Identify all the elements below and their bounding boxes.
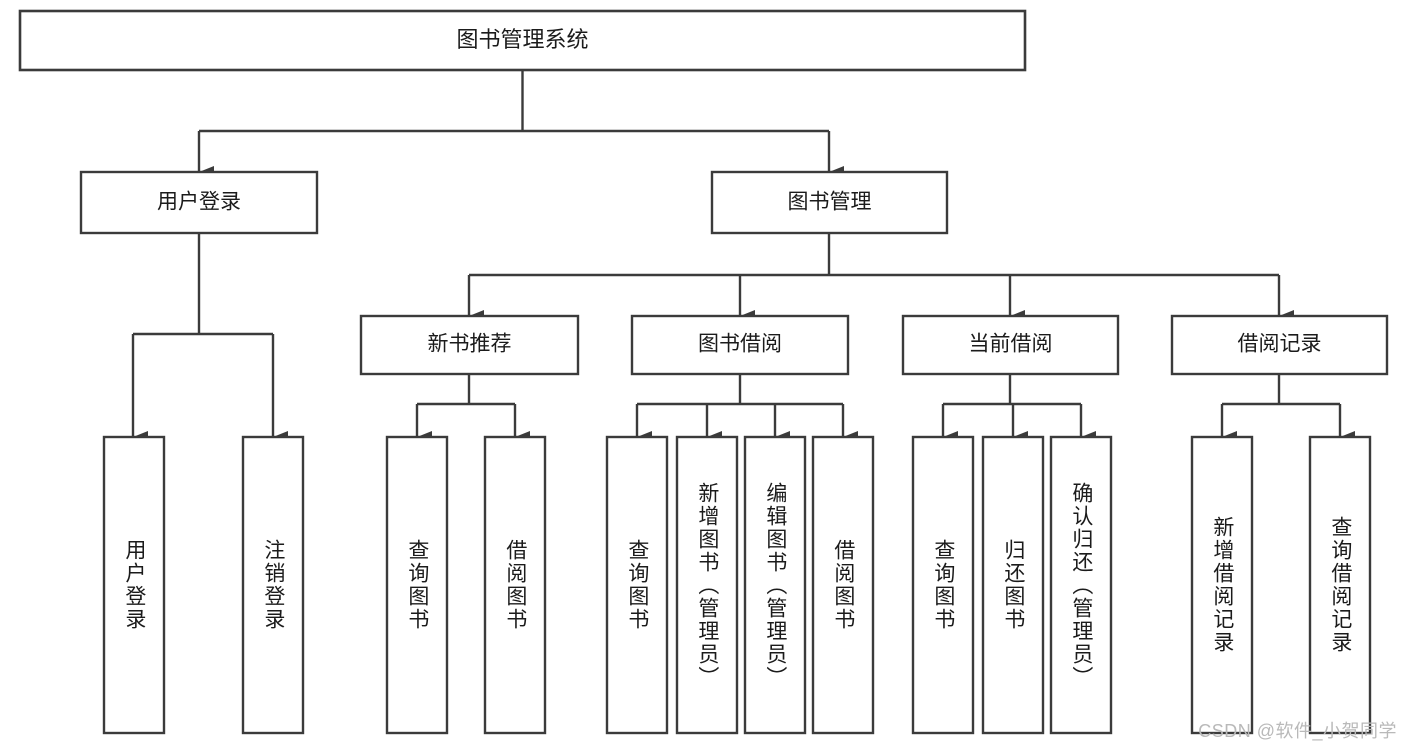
leaf-cb-confirm-return[interactable]: 确认归还（管理员） <box>1049 435 1113 735</box>
leaf-bb-add-book-label: 新增图书（管理员） <box>695 481 719 689</box>
node-book-borrow-box[interactable] <box>630 314 850 376</box>
node-borrow-record-box[interactable] <box>1170 314 1389 376</box>
leaf-cb-confirm-return-box[interactable] <box>1049 435 1113 735</box>
node-user-login-box[interactable] <box>79 170 319 235</box>
leaf-br-query-record[interactable]: 查询借阅记录 <box>1308 435 1372 735</box>
leaf-bb-query-book[interactable]: 查询图书 <box>605 435 669 735</box>
leaf-nbr-borrow-book-label: 借阅图书 <box>503 539 527 631</box>
leaf-logout-box[interactable] <box>241 435 305 735</box>
node-book-management-box[interactable] <box>710 170 949 235</box>
node-current-borrow[interactable]: 当前借阅 <box>901 314 1120 376</box>
node-book-borrow-label: 图书借阅 <box>698 333 782 356</box>
leaf-cb-return-book[interactable]: 归还图书 <box>981 435 1045 735</box>
leaf-bb-edit-book[interactable]: 编辑图书（管理员） <box>743 435 807 735</box>
node-book-borrow[interactable]: 图书借阅 <box>630 314 850 376</box>
node-new-book-recommend-label: 新书推荐 <box>428 333 512 356</box>
node-book-management[interactable]: 图书管理 <box>710 170 949 235</box>
node-borrow-record-label: 借阅记录 <box>1238 333 1322 356</box>
leaf-bb-query-book-label: 查询图书 <box>625 539 649 631</box>
connector-layer <box>131 70 1355 443</box>
leaf-logout-label: 注销登录 <box>261 539 285 631</box>
leaf-bb-add-book-box[interactable] <box>675 435 739 735</box>
leaf-cb-query-book-box[interactable] <box>911 435 975 735</box>
leaf-user-login-box[interactable] <box>102 435 166 735</box>
node-root[interactable]: 图书管理系统 <box>18 9 1027 72</box>
leaf-cb-return-book-box[interactable] <box>981 435 1045 735</box>
leaf-user-login[interactable]: 用户登录 <box>102 435 166 735</box>
leaf-nbr-query-book-box[interactable] <box>385 435 449 735</box>
node-root-label: 图书管理系统 <box>456 27 588 52</box>
node-user-login-label: 用户登录 <box>157 191 241 214</box>
node-current-borrow-box[interactable] <box>901 314 1120 376</box>
leaf-bb-add-book[interactable]: 新增图书（管理员） <box>675 435 739 735</box>
leaf-br-query-record-box[interactable] <box>1308 435 1372 735</box>
leaf-bb-edit-book-box[interactable] <box>743 435 807 735</box>
leaf-br-add-record[interactable]: 新增借阅记录 <box>1190 435 1254 735</box>
node-borrow-record[interactable]: 借阅记录 <box>1170 314 1389 376</box>
leaf-br-add-record-box[interactable] <box>1190 435 1254 735</box>
leaf-bb-borrow-book[interactable]: 借阅图书 <box>811 435 875 735</box>
leaf-nbr-query-book[interactable]: 查询图书 <box>385 435 449 735</box>
leaf-cb-query-book-label: 查询图书 <box>931 539 955 631</box>
node-new-book-recommend[interactable]: 新书推荐 <box>359 314 580 376</box>
leaf-bb-query-book-box[interactable] <box>605 435 669 735</box>
leaf-cb-query-book[interactable]: 查询图书 <box>911 435 975 735</box>
node-user-login[interactable]: 用户登录 <box>79 170 319 235</box>
leaf-nbr-borrow-book-box[interactable] <box>483 435 547 735</box>
node-book-management-label: 图书管理 <box>788 191 872 214</box>
node-current-borrow-label: 当前借阅 <box>969 333 1053 356</box>
leaf-nbr-borrow-book[interactable]: 借阅图书 <box>483 435 547 735</box>
leaf-bb-borrow-book-label: 借阅图书 <box>831 539 855 631</box>
leaf-logout[interactable]: 注销登录 <box>241 435 305 735</box>
leaf-nbr-query-book-label: 查询图书 <box>405 539 429 631</box>
node-root-box[interactable] <box>18 9 1027 72</box>
leaf-cb-confirm-return-label: 确认归还（管理员） <box>1069 481 1093 689</box>
leaf-bb-borrow-book-box[interactable] <box>811 435 875 735</box>
leaf-bb-edit-book-label: 编辑图书（管理员） <box>763 481 787 689</box>
leaf-user-login-label: 用户登录 <box>122 539 146 631</box>
leaf-br-add-record-label: 新增借阅记录 <box>1210 516 1234 654</box>
leaf-br-query-record-label: 查询借阅记录 <box>1328 516 1352 654</box>
leaf-cb-return-book-label: 归还图书 <box>1001 539 1025 631</box>
node-new-book-recommend-box[interactable] <box>359 314 580 376</box>
